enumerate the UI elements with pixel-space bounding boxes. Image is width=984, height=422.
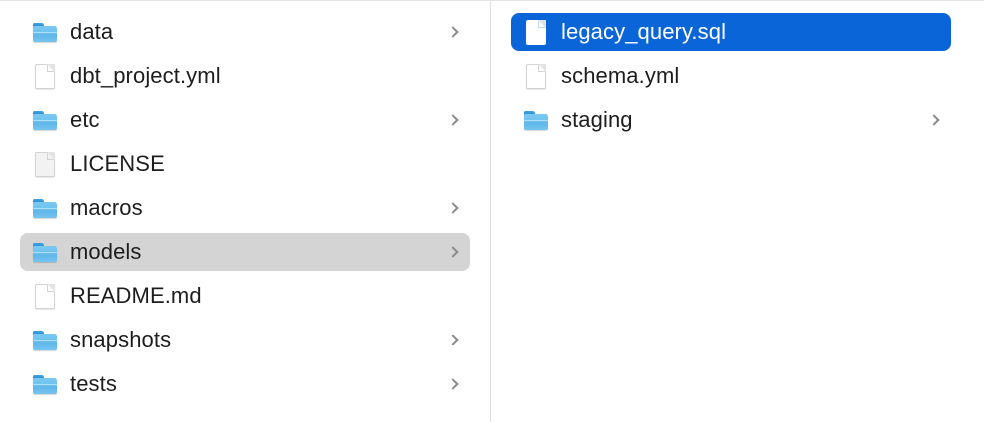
- chevron-right-icon[interactable]: [446, 201, 460, 215]
- list-item-label: etc: [70, 107, 100, 132]
- list-item-label: README.md: [70, 283, 202, 308]
- list-item[interactable]: models: [0, 230, 490, 274]
- folder-icon: [32, 193, 58, 223]
- list-item[interactable]: snapshots: [0, 318, 490, 362]
- list-item[interactable]: README.md: [0, 274, 490, 318]
- file-plain-icon: [32, 149, 58, 179]
- folder-icon: [523, 105, 549, 135]
- column-models-directory[interactable]: legacy_query.sql schema.yml staging: [491, 1, 983, 422]
- list-item-label: schema.yml: [561, 63, 680, 88]
- list-item[interactable]: staging: [491, 98, 983, 142]
- list-item-label: snapshots: [70, 327, 172, 352]
- folder-icon: [32, 105, 58, 135]
- list-item-label: legacy_query.sql: [561, 19, 727, 44]
- list-item[interactable]: etc: [0, 98, 490, 142]
- list-item-row[interactable]: legacy_query.sql: [511, 13, 951, 51]
- list-item-row[interactable]: LICENSE: [20, 145, 470, 183]
- list-item[interactable]: tests: [0, 362, 490, 406]
- file-icon: [523, 61, 549, 91]
- list-item-row[interactable]: macros: [20, 189, 470, 227]
- chevron-right-icon[interactable]: [446, 113, 460, 127]
- list-item-label: macros: [70, 195, 143, 220]
- list-item-label: data: [70, 19, 114, 44]
- list-item[interactable]: macros: [0, 186, 490, 230]
- folder-icon: [32, 237, 58, 267]
- folder-icon: [32, 17, 58, 47]
- list-item-label: dbt_project.yml: [70, 63, 221, 88]
- folder-icon: [32, 325, 58, 355]
- list-item-row[interactable]: schema.yml: [511, 57, 951, 95]
- chevron-right-icon[interactable]: [446, 245, 460, 259]
- list-item[interactable]: legacy_query.sql: [491, 10, 983, 54]
- list-item-row[interactable]: README.md: [20, 277, 470, 315]
- chevron-right-icon[interactable]: [927, 113, 941, 127]
- list-item-row[interactable]: staging: [511, 101, 951, 139]
- list-item-label: staging: [561, 107, 633, 132]
- list-item-row[interactable]: tests: [20, 365, 470, 403]
- list-item-label: LICENSE: [70, 151, 165, 176]
- list-item[interactable]: schema.yml: [491, 54, 983, 98]
- list-item-row[interactable]: data: [20, 13, 470, 51]
- list-item-row[interactable]: models: [20, 233, 470, 271]
- chevron-right-icon[interactable]: [446, 377, 460, 391]
- file-icon: [32, 61, 58, 91]
- folder-icon: [32, 369, 58, 399]
- list-item-row[interactable]: dbt_project.yml: [20, 57, 470, 95]
- list-item[interactable]: data: [0, 10, 490, 54]
- list-item[interactable]: LICENSE: [0, 142, 490, 186]
- list-item-row[interactable]: snapshots: [20, 321, 470, 359]
- chevron-right-icon[interactable]: [446, 25, 460, 39]
- list-item-label: models: [70, 239, 142, 264]
- list-item-label: tests: [70, 371, 117, 396]
- file-icon: [523, 17, 549, 47]
- list-item-row[interactable]: etc: [20, 101, 470, 139]
- list-item[interactable]: dbt_project.yml: [0, 54, 490, 98]
- file-icon: [32, 281, 58, 311]
- chevron-right-icon[interactable]: [446, 333, 460, 347]
